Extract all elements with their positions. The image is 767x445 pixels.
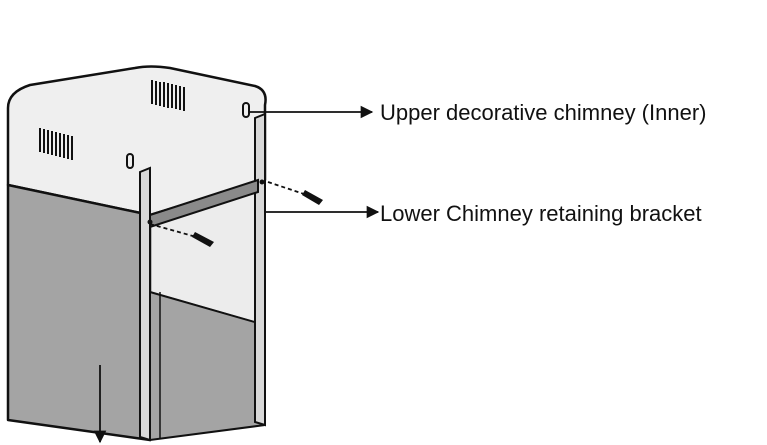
vent-grille-left <box>39 128 73 160</box>
screw-left <box>149 223 214 247</box>
upper-chimney-label: Upper decorative chimney (Inner) <box>380 100 707 125</box>
bracket-label: Lower Chimney retaining bracket <box>380 201 702 226</box>
vent-grille-top <box>151 80 185 111</box>
screw-right <box>267 181 323 205</box>
lower-chimney <box>6 112 266 442</box>
mounting-slot-upper <box>242 102 250 118</box>
mounting-slot-left <box>126 153 134 169</box>
retaining-bracket <box>147 178 265 229</box>
